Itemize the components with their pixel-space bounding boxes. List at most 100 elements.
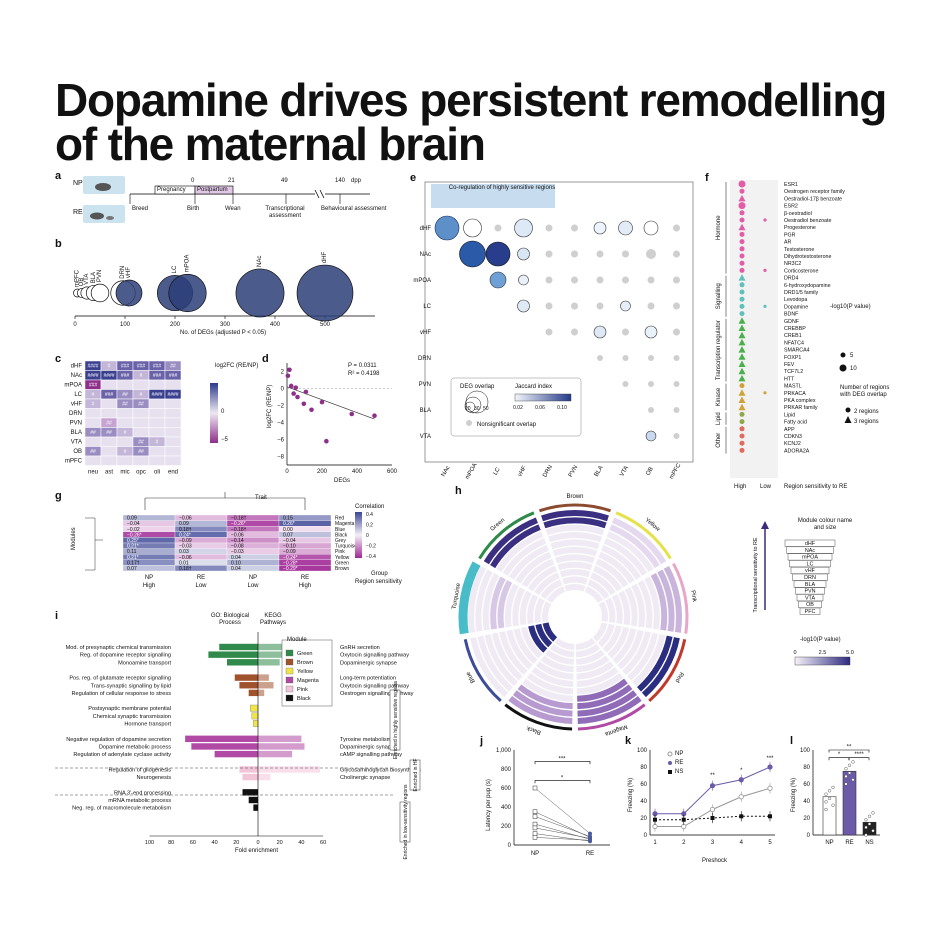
y-tick-label: 80 (803, 765, 810, 771)
region-ring (576, 661, 614, 680)
regulator-label: NFATC4 (784, 340, 804, 346)
heat-cell (148, 398, 166, 409)
corr-legend-tick: 0 (366, 533, 369, 539)
corr-legend-tick: −0.4 (366, 554, 376, 560)
heat-cell (84, 408, 102, 419)
region-ring (603, 538, 648, 576)
heat-cell (132, 455, 150, 466)
heat-cell (148, 417, 166, 428)
region-ring (542, 601, 552, 622)
region-ring (577, 696, 642, 724)
sig-label: **** (854, 752, 864, 758)
col-label: LC (493, 466, 502, 476)
region-ring (540, 579, 563, 600)
g-correlation: Correlation (355, 504, 385, 510)
data-point (824, 792, 828, 796)
cell-mark: ### (137, 364, 146, 370)
trait-label: Turquoise (335, 544, 357, 550)
regulator-label: APP (784, 427, 795, 433)
page-title: Dopamine drives persistent remodelling o… (55, 74, 887, 170)
d-p: P = 0.0311 (348, 363, 377, 369)
data-point (864, 825, 868, 829)
regulator-dot (739, 411, 745, 417)
cell-mark: ### (169, 373, 178, 379)
corr-value: −0.03 (231, 549, 244, 555)
heat-cell (164, 446, 182, 457)
region-ring (534, 572, 560, 596)
overlap-circle (517, 247, 530, 261)
region-ring (519, 590, 532, 626)
data-point (738, 777, 744, 783)
region-ring (622, 631, 651, 675)
data-point (827, 796, 832, 801)
regulator-label: TCF7L2 (784, 369, 803, 375)
region-ring (602, 625, 622, 653)
heat-cell (116, 417, 134, 428)
regulator-dot (739, 253, 745, 259)
data-point (309, 407, 314, 413)
col-label: mic (120, 470, 129, 476)
sig-bracket (534, 780, 591, 784)
nonsig-marker (466, 420, 472, 426)
region-ring (637, 580, 653, 629)
overlap-circle (545, 328, 553, 336)
trait-label: Pink (335, 549, 345, 555)
corr-value: −0.26* (231, 521, 246, 527)
regulator-label: Oestradiol-17β benzoate (784, 196, 842, 202)
region-ring (508, 696, 573, 724)
overlap-circle (647, 276, 655, 284)
row-label: NAc (420, 252, 431, 258)
regulator-dot (739, 419, 745, 425)
region-label: OB (79, 278, 85, 287)
overlap-circle (571, 302, 578, 310)
region-ring (611, 594, 623, 625)
kegg-bar (258, 674, 269, 681)
corr-value: −0.06 (179, 555, 192, 561)
pair-line (534, 837, 591, 841)
x-tick-label: 40 (212, 840, 218, 846)
region-ring (552, 547, 598, 557)
regulator-label: FEV (784, 362, 795, 368)
row-label: VTA (71, 440, 82, 446)
cell-mark: ## (122, 392, 128, 398)
overlap-circle (647, 302, 655, 310)
module-name: Black (297, 696, 311, 702)
legend-region: PFC (805, 609, 816, 615)
pair-line (534, 827, 591, 839)
x-tick-label: 20 (233, 840, 239, 846)
x-tick-label: 100 (120, 322, 131, 328)
h-legend-title: Module colour name and size (797, 518, 853, 531)
regulator-triangle (738, 194, 746, 202)
module-swatch (285, 658, 294, 666)
data-point (681, 823, 687, 830)
size-label: 10 (465, 406, 471, 412)
x-tick-label: 400 (270, 322, 281, 328)
heat-cell (164, 417, 182, 428)
go-term: Hormone transport (124, 722, 171, 728)
row-label: VTA (420, 434, 431, 440)
corr-value: −0.24* (283, 555, 298, 561)
data-point (652, 823, 658, 830)
region-ring (577, 684, 633, 710)
legend-region: mPOA (802, 555, 818, 561)
regulator-label: CDKN3 (784, 434, 802, 440)
sensitivity-label: High (299, 583, 311, 589)
region-ring (482, 573, 500, 631)
module-swatch (285, 685, 294, 693)
y-axis-label: Freezing (%) (628, 778, 634, 812)
cell-mark: ### (121, 364, 130, 370)
overlap-circle (645, 430, 657, 442)
row-label: dHF (420, 226, 432, 232)
panel-label: k (625, 735, 632, 747)
cell-mark: ### (89, 383, 98, 389)
overlap-circle (648, 407, 654, 413)
y-tick-label: 400 (501, 805, 512, 811)
row-label: vHF (71, 402, 82, 408)
f-three: 3 regions (854, 419, 879, 425)
kegg-term: cAMP signalling pathway (340, 752, 402, 758)
regulator-dot (739, 260, 745, 266)
corr-value: 0.21* (127, 555, 139, 561)
